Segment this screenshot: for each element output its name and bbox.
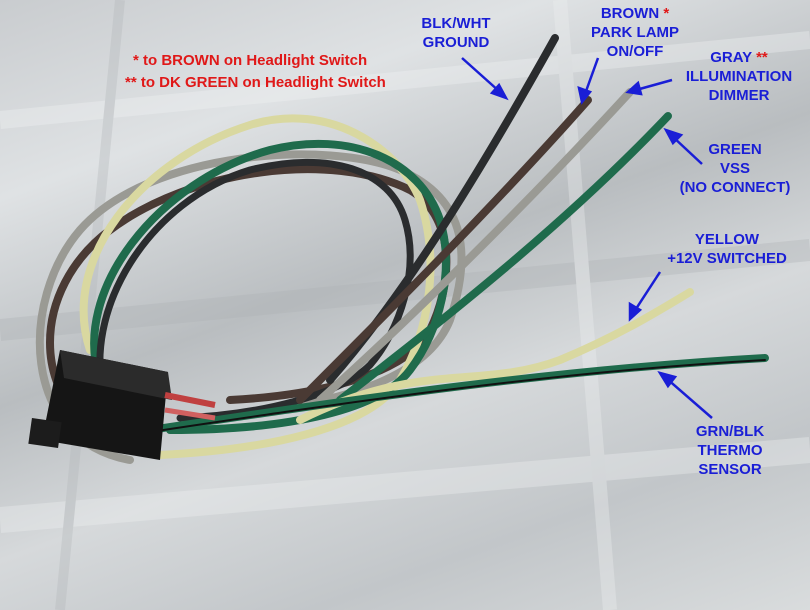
- label-gray-name: GRAY: [710, 49, 752, 66]
- pointer-arrows: [461, 57, 713, 419]
- label-brown-line2: PARK LAMP: [590, 24, 680, 41]
- label-grn-blk-line3: SENSOR: [698, 461, 762, 478]
- arrow-blk-wht: [461, 57, 509, 101]
- arrow-green: [663, 127, 703, 165]
- brown-wire: [296, 96, 592, 404]
- arrow-grn-blk: [657, 370, 713, 419]
- note-dk-green: ** to DK GREEN on Headlight Switch: [125, 74, 386, 91]
- label-gray-marker: **: [756, 49, 768, 66]
- label-gray-line3: DIMMER: [708, 87, 770, 104]
- label-brown: BROWN * PARK LAMP ON/OFF: [580, 4, 690, 61]
- label-grn-blk-line2: THERMO: [697, 442, 763, 459]
- arrow-yellow: [628, 271, 662, 322]
- label-brown-marker: *: [663, 5, 670, 22]
- arrow-gray: [625, 78, 673, 96]
- gray-wire-loop: [35, 150, 466, 464]
- grn-blk-wire: [146, 354, 769, 434]
- yellow-wire: [296, 288, 694, 424]
- label-green-name: GREEN: [708, 141, 762, 158]
- label-blk-wht: BLK/WHT GROUND: [412, 14, 500, 52]
- yellow-wire-loop: [79, 114, 435, 459]
- label-brown-name: BROWN: [600, 5, 660, 22]
- label-blk-wht-name: BLK/WHT: [421, 15, 491, 32]
- arrow-brown: [577, 57, 600, 105]
- label-gray: GRAY ** ILLUMINATION DIMMER: [674, 48, 804, 105]
- label-yellow-name: YELLOW: [694, 231, 760, 248]
- label-green: GREEN VSS (NO CONNECT): [668, 140, 802, 197]
- connector: [28, 350, 216, 460]
- note-brown: * to BROWN on Headlight Switch: [133, 52, 368, 69]
- label-brown-line3: ON/OFF: [606, 43, 664, 60]
- label-grn-blk-name: GRN/BLK: [695, 423, 765, 440]
- label-green-line3: (NO CONNECT): [679, 179, 791, 196]
- green-wire-loop: [90, 139, 450, 434]
- green-wire: [336, 112, 672, 404]
- label-gray-line2: ILLUMINATION: [685, 68, 793, 85]
- label-yellow: YELLOW +12V SWITCHED: [652, 230, 802, 268]
- label-yellow-line2: +12V SWITCHED: [667, 250, 787, 267]
- label-green-line2: VSS: [719, 160, 750, 177]
- gray-wire: [316, 88, 634, 404]
- wire-tails: [146, 34, 769, 434]
- label-grn-blk: GRN/BLK THERMO SENSOR: [680, 422, 780, 479]
- label-blk-wht-function: GROUND: [422, 34, 490, 51]
